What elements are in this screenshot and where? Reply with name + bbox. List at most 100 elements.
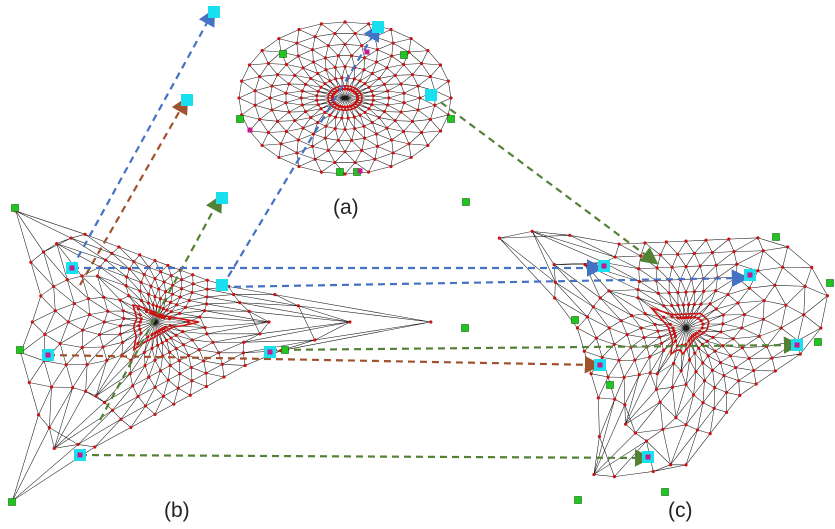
mesh-c-vertex bbox=[676, 290, 680, 295]
mesh-c-vertex bbox=[637, 279, 642, 284]
mesh-b-vertex bbox=[164, 338, 169, 342]
mesh-b-vertex bbox=[143, 404, 148, 408]
mesh-c-vertex bbox=[607, 326, 611, 330]
mesh-a-vertex bbox=[390, 138, 394, 142]
mesh-a-vertex bbox=[389, 27, 393, 32]
mesh-a-vertex bbox=[266, 61, 271, 66]
mesh-c-vertex bbox=[803, 284, 807, 288]
landmark-cyan-marker bbox=[216, 279, 228, 291]
mesh-b-vertex bbox=[106, 309, 110, 313]
mesh-b-vertex bbox=[187, 298, 191, 303]
landmark-cyan-marker bbox=[181, 94, 193, 106]
mesh-b-vertex bbox=[203, 326, 207, 330]
anchor-green-marker bbox=[11, 204, 19, 212]
mesh-c-vertex bbox=[625, 333, 629, 337]
disk-mesh-a bbox=[237, 20, 453, 176]
mesh-c-vertex bbox=[622, 375, 626, 379]
mesh-a-vertex bbox=[363, 136, 367, 140]
mesh-a-vertex bbox=[343, 87, 347, 91]
mesh-a-vertex bbox=[293, 119, 297, 123]
mesh-b-vertex bbox=[36, 413, 41, 417]
mesh-a-vertex bbox=[296, 138, 300, 142]
mesh-b-vertex bbox=[142, 350, 146, 354]
mesh-a-vertex bbox=[336, 138, 340, 142]
mesh-a-vertex bbox=[324, 124, 328, 128]
mesh-b-vertex bbox=[149, 311, 153, 315]
correspondence-lines bbox=[47, 8, 802, 467]
mesh-a-vertex bbox=[370, 103, 374, 107]
correspondence-line bbox=[47, 353, 603, 374]
mesh-b-vertex bbox=[171, 283, 175, 287]
mesh-a-vertex bbox=[326, 148, 330, 152]
mesh-b-vertex bbox=[167, 350, 172, 354]
mesh-c-vertex bbox=[674, 416, 678, 420]
anchor-green-marker bbox=[336, 168, 344, 176]
mesh-c-vertex bbox=[658, 335, 662, 339]
mesh-c-vertex bbox=[655, 372, 659, 376]
mesh-c-vertex bbox=[671, 326, 675, 330]
mesh-a-vertex bbox=[258, 117, 262, 122]
mesh-c-vertex bbox=[732, 250, 736, 254]
mesh-b-vertex bbox=[241, 351, 245, 355]
mesh-b-vertex bbox=[150, 333, 154, 337]
mesh-a-vertex bbox=[337, 104, 342, 108]
mesh-a-vertex bbox=[319, 107, 323, 111]
mesh-b-vertex bbox=[204, 302, 209, 306]
mesh-a-vertex bbox=[253, 89, 257, 93]
mesh-b-vertex bbox=[118, 324, 123, 328]
mesh-c-vertex bbox=[668, 322, 672, 327]
mesh-b-vertex bbox=[65, 278, 69, 282]
mesh-c-vertex bbox=[721, 322, 725, 326]
landmark-magenta-marker bbox=[45, 352, 51, 358]
mesh-a-vertex bbox=[377, 76, 381, 81]
mesh-a-vertex bbox=[399, 110, 403, 114]
mesh-b-vertex bbox=[69, 236, 73, 240]
mesh-c-vertex bbox=[662, 348, 666, 352]
mesh-c-vertex bbox=[670, 265, 674, 269]
mesh-a-vertex bbox=[385, 66, 389, 70]
mesh-b-vertex bbox=[273, 293, 277, 297]
mesh-c-vertex bbox=[684, 342, 688, 347]
mesh-c-vertex bbox=[676, 252, 680, 256]
mesh-a-vertex bbox=[371, 98, 375, 102]
mesh-a-vertex bbox=[426, 49, 430, 53]
mesh-b-vertex bbox=[84, 389, 88, 393]
mesh-c-vertex bbox=[727, 237, 731, 241]
mesh-b-vertex bbox=[153, 412, 157, 416]
anchor-green-marker bbox=[826, 279, 834, 287]
mesh-c-vertex bbox=[654, 387, 659, 392]
mesh-c-vertex bbox=[687, 339, 691, 343]
mesh-b-vertex bbox=[121, 309, 125, 313]
mesh-b-vertex bbox=[124, 284, 128, 288]
mesh-b-vertex bbox=[232, 292, 236, 297]
mesh-b-vertex bbox=[64, 363, 68, 367]
mesh-c-vertex bbox=[762, 299, 766, 303]
mesh-a-vertex bbox=[277, 155, 281, 160]
landmark-cyan-marker bbox=[425, 89, 437, 101]
mesh-a-vertex bbox=[382, 82, 387, 86]
mesh-b-vertex bbox=[80, 274, 84, 278]
landmark-magenta-marker bbox=[267, 349, 273, 355]
mesh-c-vertex bbox=[600, 355, 604, 359]
mesh-c-vertex bbox=[718, 360, 723, 365]
mesh-a-vertex bbox=[253, 103, 257, 107]
anchor-green-marker bbox=[281, 346, 289, 354]
mesh-b-vertex bbox=[204, 384, 209, 389]
mesh-c-vertex bbox=[651, 469, 655, 474]
mesh-a-vertex bbox=[340, 105, 344, 109]
mesh-c-vertex bbox=[679, 369, 683, 373]
mesh-a-vertex bbox=[279, 142, 283, 146]
mesh-c-vertex bbox=[698, 264, 702, 268]
anchor-green-marker bbox=[8, 498, 16, 506]
mesh-a-vertex bbox=[316, 89, 320, 93]
mesh-b-vertex bbox=[157, 287, 161, 291]
mesh-c-vertex bbox=[754, 382, 758, 386]
mesh-b-vertex bbox=[222, 375, 226, 379]
mesh-b-vertex bbox=[86, 297, 91, 301]
mesh-b-vertex bbox=[190, 290, 194, 295]
mesh-b-inner-ring bbox=[131, 304, 200, 352]
mesh-b-vertex bbox=[205, 332, 209, 336]
correspondence-line bbox=[79, 449, 653, 467]
mesh-b-vertex bbox=[71, 386, 75, 390]
mesh-a-vertex bbox=[301, 126, 305, 130]
